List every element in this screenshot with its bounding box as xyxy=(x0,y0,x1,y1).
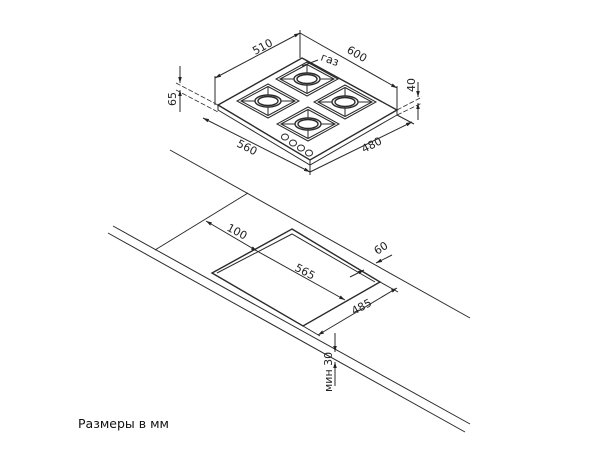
gas-label: газ xyxy=(319,51,341,70)
countertop-back-edge xyxy=(169,149,471,319)
dim-65: 65 xyxy=(166,92,179,106)
dim-560: 560 xyxy=(235,137,260,158)
countertop-drawing: 100 565 485 60 мин 30 xyxy=(107,149,471,433)
countertop-front-lower-edge xyxy=(107,232,466,433)
dim-min-30: мин 30 xyxy=(322,352,335,392)
countertop-front-edge xyxy=(112,225,471,425)
dim-510: 510 xyxy=(250,36,275,57)
hob-drawing: 510 600 65 40 560 480 газ xyxy=(166,30,423,175)
dim-60: 60 xyxy=(372,239,391,257)
burner xyxy=(312,84,378,120)
dim-485: 485 xyxy=(349,296,374,317)
dim-600: 600 xyxy=(345,43,370,65)
burner xyxy=(275,106,341,142)
dim-40: 40 xyxy=(405,78,418,92)
units-caption: Размеры в мм xyxy=(78,416,169,431)
cutout-inner-edge xyxy=(216,233,376,283)
dim-565: 565 xyxy=(293,261,318,282)
